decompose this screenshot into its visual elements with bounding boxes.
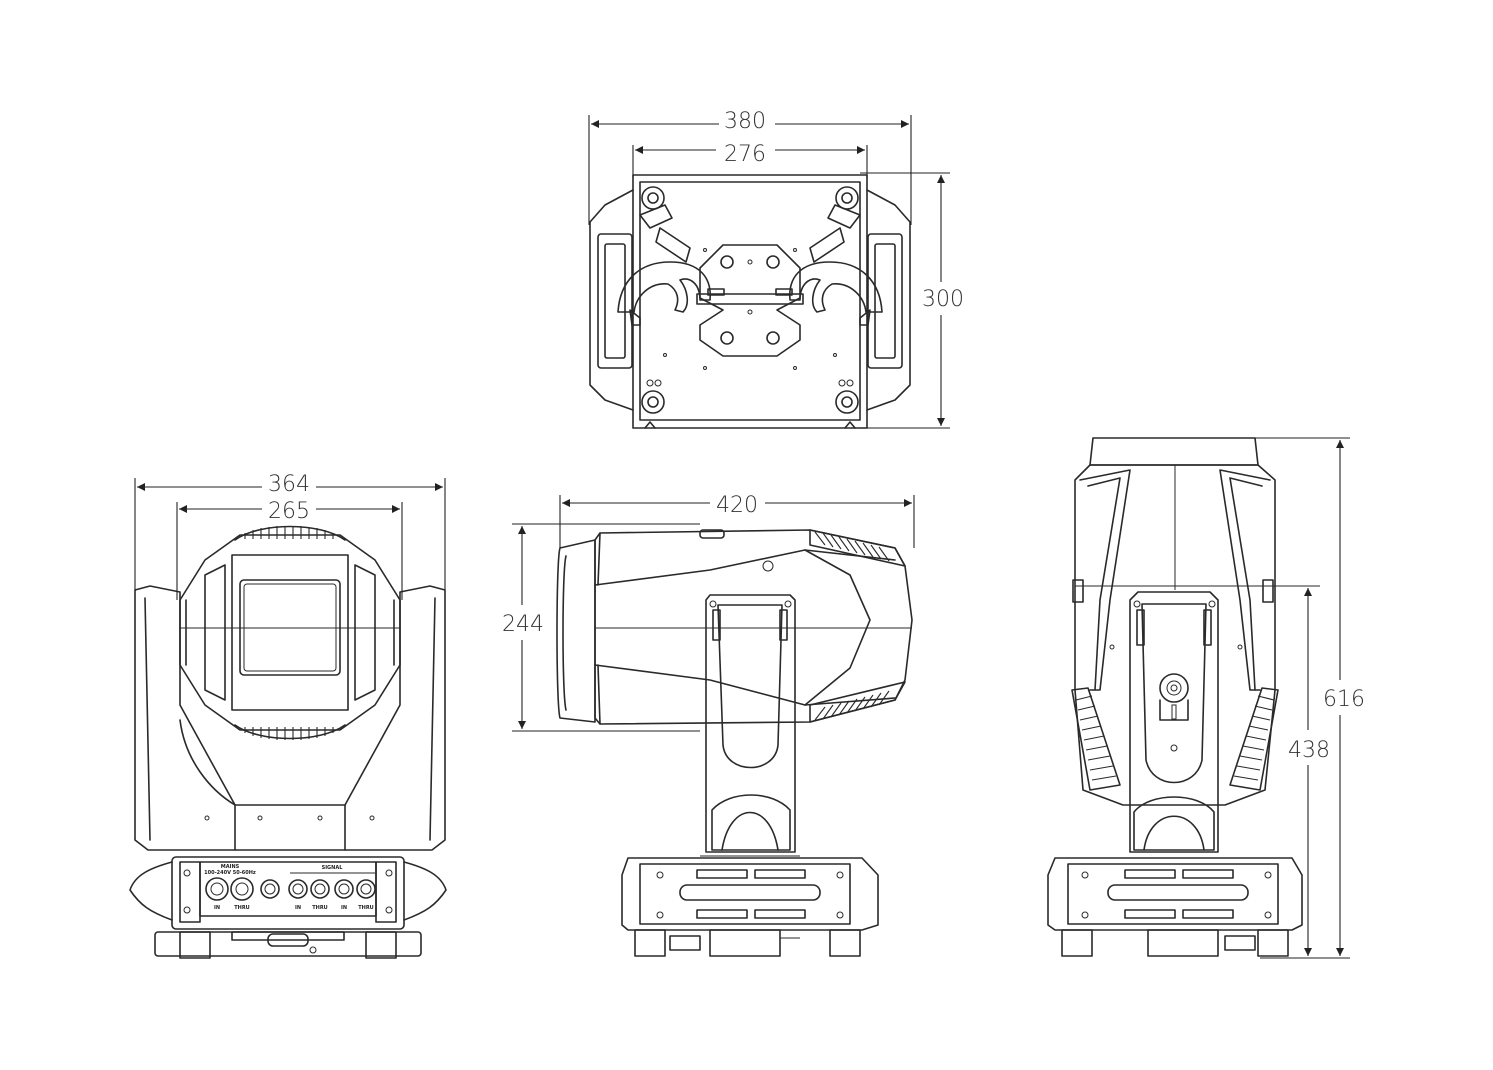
label-signal-thru-1: THRU	[312, 905, 328, 911]
side-view: 420 244	[502, 493, 915, 957]
dim-rear-total-height: 616	[1323, 687, 1365, 712]
dim-rear-arm-height: 438	[1288, 738, 1330, 763]
label-signal-in-2: IN	[341, 905, 347, 911]
dim-top-depth: 300	[922, 287, 964, 312]
dim-top-inner-width: 276	[724, 142, 766, 167]
dim-side-length: 420	[716, 493, 758, 518]
dim-side-head-height: 244	[502, 612, 544, 637]
label-mains-in: IN	[214, 905, 220, 911]
label-voltage: 100-240V 50-60Hz	[204, 870, 256, 876]
rear-view: 616 438	[1047, 437, 1365, 959]
label-mains: MAINS	[221, 864, 240, 870]
dim-top-outer-width: 380	[724, 109, 766, 134]
front-view: MAINS 100-240V 50-60Hz SIGNAL IN THRU IN…	[129, 472, 447, 959]
label-signal-thru-2: THRU	[358, 905, 374, 911]
label-signal-in-1: IN	[295, 905, 301, 911]
label-mains-thru: THRU	[234, 905, 250, 911]
top-view: 380 276 300	[588, 109, 964, 429]
label-signal: SIGNAL	[322, 865, 344, 871]
dim-front-outer-width: 364	[268, 472, 310, 497]
dim-front-inner-width: 265	[268, 499, 310, 524]
